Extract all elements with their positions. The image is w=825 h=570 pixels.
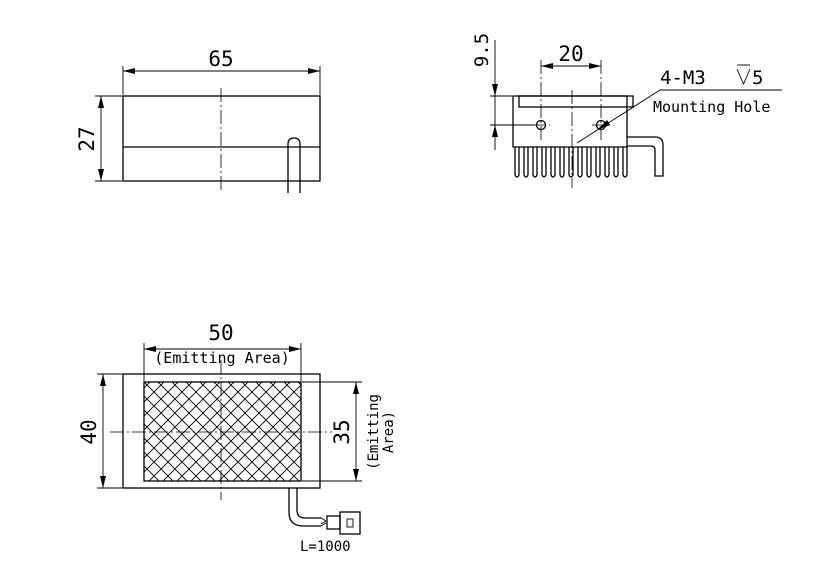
- connector-icon: [326, 511, 361, 535]
- arrowhead: [144, 346, 156, 352]
- top-view-outline: [122, 95, 321, 182]
- front-view-height-dim: 40: [77, 419, 101, 444]
- heatsink-fin: [568, 147, 574, 178]
- side-view-cable: [627, 136, 664, 177]
- heatsink-fin: [586, 147, 592, 178]
- arrowhead: [589, 63, 601, 69]
- hole-leader-line: [576, 89, 661, 144]
- depth-symbol-icon: [736, 64, 751, 86]
- heatsink-fin: [622, 147, 628, 178]
- arrowhead: [98, 96, 104, 108]
- hole-spec: 4-M3: [660, 67, 706, 89]
- front-view-outline: [122, 373, 321, 489]
- hole-label: Mounting Hole: [653, 98, 770, 116]
- cable-wire-ends: [320, 517, 327, 527]
- arrowhead: [289, 346, 301, 352]
- hole-depth: 5: [752, 67, 763, 89]
- top-view: 65 27: [75, 47, 321, 193]
- arrowhead: [98, 169, 104, 181]
- emit-height-dim: 35: [330, 419, 354, 444]
- top-view-width-dim: 65: [208, 47, 233, 71]
- front-view-cable-outer: [288, 488, 321, 527]
- arrowhead: [492, 84, 498, 96]
- heatsink-fin: [550, 147, 556, 178]
- arrowhead: [541, 63, 553, 69]
- emit-height-note-line1: (Emitting: [366, 394, 382, 470]
- cable-length: L=1000: [300, 539, 351, 555]
- emit-height-note-line2: Area): [381, 411, 397, 453]
- top-view-height-dim: 27: [75, 126, 99, 151]
- heatsink-fins: [514, 147, 628, 178]
- front-view-cable-inner: [296, 488, 321, 519]
- side-view-body: [512, 95, 634, 148]
- heatsink-fin: [559, 147, 565, 178]
- heatsink-fin: [532, 147, 538, 178]
- arrowhead: [597, 120, 610, 130]
- heatsink-fin: [541, 147, 547, 178]
- arrowhead: [100, 374, 106, 386]
- top-view-cable: [287, 137, 301, 193]
- arrowhead: [353, 469, 359, 481]
- arrowhead: [123, 68, 135, 74]
- heatsink-fin: [604, 147, 610, 178]
- heatsink-fin: [595, 147, 601, 178]
- front-view-width-note: (Emitting Area): [154, 349, 289, 367]
- heatsink-fin: [514, 147, 520, 178]
- arrowhead: [492, 125, 498, 137]
- emitting-area: [143, 381, 302, 482]
- heatsink-fin: [577, 147, 583, 178]
- arrowhead: [100, 476, 106, 488]
- heatsink-fin: [613, 147, 619, 178]
- side-view-height-dim: 9.5: [471, 33, 493, 67]
- arrowhead: [353, 382, 359, 394]
- hole-spacing-dim: 20: [558, 42, 583, 66]
- side-view: 9.5 20 4-M3 5 Mounting Hole: [471, 33, 782, 188]
- arrowhead: [308, 68, 320, 74]
- side-view-top-flange: [518, 95, 628, 108]
- heatsink-fin: [523, 147, 529, 178]
- front-view: 50 (Emitting Area) 40 35 (Emitting Area)…: [77, 321, 397, 555]
- front-view-width-dim: 50: [208, 321, 233, 345]
